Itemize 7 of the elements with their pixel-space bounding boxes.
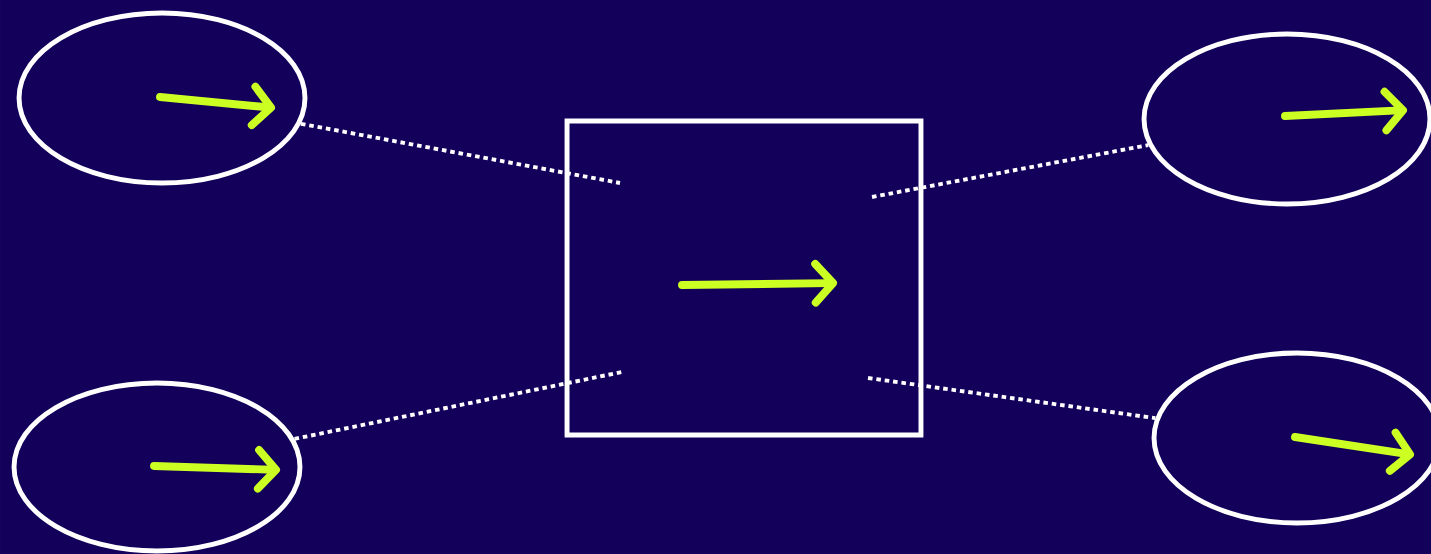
dotted-line [294,370,623,441]
ellipse-shape [11,380,303,554]
rectangle-box [564,118,924,438]
ellipse-shape [16,10,308,186]
dotted-line [871,143,1149,199]
dotted-line [300,121,621,185]
dotted-line [867,376,1156,421]
